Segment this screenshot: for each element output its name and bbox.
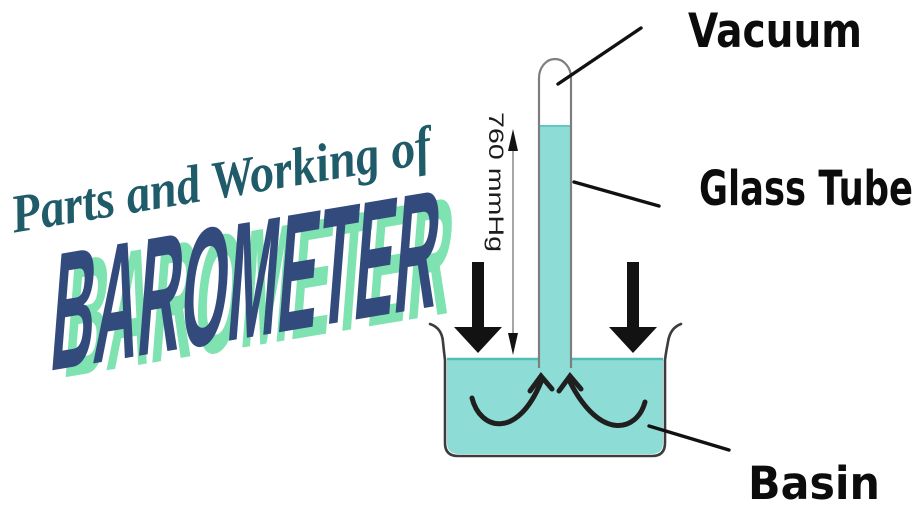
vacuum-region: [539, 59, 571, 126]
pressure-measurement-label: 760 mmHg: [484, 112, 508, 252]
dimension-arrowhead-bottom: [508, 333, 518, 355]
dimension-arrowhead-top: [508, 129, 518, 151]
pressure-arrow-left: [454, 262, 502, 353]
vacuum-leader-line: [556, 26, 643, 86]
glass-tube-label: Glass Tube: [699, 161, 913, 217]
mercury-column: [540, 125, 570, 368]
flow-arrow-right-curve: [567, 379, 648, 428]
glass-tube-leader-line: [572, 180, 661, 208]
basin-leader-line: [647, 424, 731, 452]
flow-arrow-right-head: [556, 371, 584, 394]
vacuum-label: Vacuum: [688, 4, 862, 59]
glass-tube-outline: [537, 57, 573, 368]
title-block: Parts and Working of BAROMETER BAROMETER: [5, 114, 460, 414]
basin-label: Basin: [748, 457, 880, 509]
pressure-arrow-right: [609, 262, 657, 353]
flow-arrow-left-head: [527, 371, 555, 394]
flow-arrow-left-curve: [469, 379, 544, 427]
basin-mercury-pool: [447, 359, 663, 454]
basin-outline: [428, 322, 683, 458]
